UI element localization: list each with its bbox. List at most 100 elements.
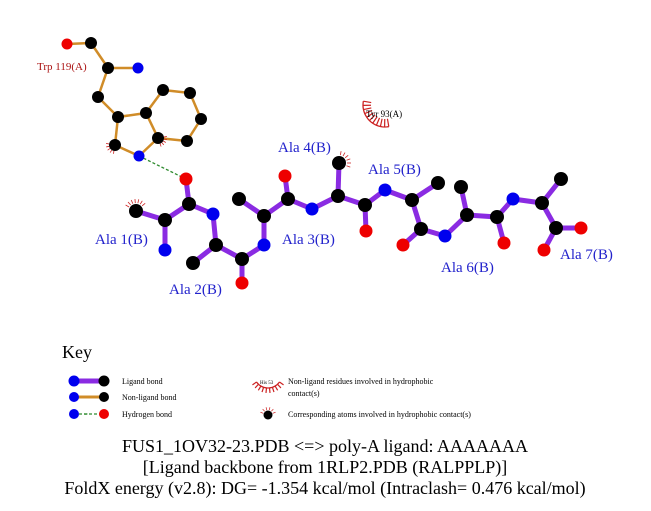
carbon-atom	[549, 221, 563, 235]
carbon-atom	[358, 198, 372, 212]
caption-line-3: FoldX energy (v2.8): DG= -1.354 kcal/mol…	[64, 478, 585, 499]
hydrophobic-hatch	[346, 165, 351, 168]
hydrophobic-hatch	[106, 145, 110, 148]
key-ligand-bond: Ligand bond	[68, 375, 163, 387]
hydrophobic-hatch	[268, 387, 271, 393]
key-nonligand-bond: Non-ligand bond	[69, 392, 176, 402]
hydrophobic-hatch	[344, 154, 349, 159]
carbon-atom	[140, 107, 152, 119]
carbon-atom	[454, 180, 468, 194]
oxygen-atom	[278, 169, 292, 183]
hydrophobic-hatch	[163, 136, 167, 138]
oxygen-atom	[537, 243, 551, 257]
hydrophobic-hatch	[272, 411, 276, 414]
carbon-atom	[182, 197, 196, 211]
nitrogen-atom	[132, 62, 144, 74]
carbon-atom	[92, 91, 104, 103]
oxygen-atom	[359, 224, 373, 238]
carbon-atom	[112, 111, 124, 123]
oxygen-atom	[179, 172, 193, 186]
carbon-atom	[85, 37, 97, 49]
hydrophobic-hatch	[139, 200, 143, 205]
carbon-atom	[232, 192, 246, 206]
hydrophobic-arc	[362, 101, 389, 128]
hydrophobic-hatch	[386, 118, 390, 127]
nitrogen-atom	[378, 183, 392, 197]
hydrophobic-hatch	[366, 112, 374, 118]
carbon-atom	[460, 208, 474, 222]
svg-text:Non-ligand bond: Non-ligand bond	[122, 393, 176, 402]
carbon-atom	[490, 210, 504, 224]
hydrophobic-hatch	[159, 143, 162, 147]
carbon-atom	[431, 176, 445, 190]
hydrophobic-hatch	[375, 117, 381, 126]
hydrophobic-hatch	[277, 383, 282, 389]
carbon-atom	[257, 209, 271, 223]
carbon-atom	[209, 238, 223, 252]
carbon-atom	[157, 84, 169, 96]
oxygen-atom	[497, 236, 511, 250]
carbon-atom	[152, 132, 164, 144]
carbon-atom	[331, 189, 345, 203]
oxygen-atom	[61, 38, 73, 50]
residue-label-ala4: Ala 4(B)	[278, 140, 331, 156]
hydrophobic-hatch	[279, 381, 284, 386]
nitrogen-atom	[133, 150, 145, 162]
svg-text:Corresponding atoms involved i: Corresponding atoms involved in hydropho…	[288, 410, 471, 419]
residue-label-ala2: Ala 2(B)	[169, 282, 222, 298]
residue-label-ala5: Ala 5(B)	[368, 162, 421, 178]
nitrogen-atom	[257, 238, 271, 252]
hydrophobic-hatch	[372, 116, 378, 124]
caption-line-2: [Ligand backbone from 1RLP2.PDB (RALPPLP…	[143, 457, 507, 478]
svg-text:Hydrogen bond: Hydrogen bond	[122, 410, 172, 419]
key-title: Key	[62, 342, 92, 362]
hydrogen-bond	[138, 155, 187, 180]
hydrophobic-hatch	[369, 114, 376, 121]
key-hydrophobic-residue: His 53 Non-ligand residues involved in h…	[252, 377, 434, 398]
carbon-atom	[332, 156, 346, 170]
hydrophobic-hatch	[257, 385, 262, 391]
hydrophobic-hatch	[363, 100, 372, 104]
hydrophobic-hatch	[109, 149, 113, 153]
carbon-atom	[195, 113, 207, 125]
hydrophobic-hatch	[265, 407, 268, 411]
hydrophobic-hatch	[252, 381, 257, 386]
hydrophobic-hatch	[162, 140, 166, 143]
hydrophobic-hatch	[342, 152, 346, 157]
hydrophobic-hatch	[274, 385, 279, 391]
hydrophobic-hatch	[130, 199, 134, 204]
nitrogen-atom	[305, 202, 319, 216]
hydrophobic-hatch	[364, 109, 373, 115]
hydrophobic-hatch	[339, 151, 342, 156]
svg-text:contact(s): contact(s)	[288, 389, 320, 398]
hydrophobic-hatch	[127, 201, 131, 206]
hydrophobic-hatch	[265, 387, 268, 393]
svg-text:His 53: His 53	[260, 381, 274, 386]
hydrophobic-hatch	[268, 407, 271, 411]
carbon-atom	[184, 87, 196, 99]
hydrophobic-hatch	[260, 411, 264, 414]
carbon-atom	[102, 62, 114, 74]
residue-label-ala3: Ala 3(B)	[282, 232, 335, 248]
nitrogen-atom	[438, 229, 452, 243]
oxygen-atom	[235, 276, 249, 290]
hydrophobic-hatch	[161, 142, 165, 146]
residue-label-ala6: Ala 6(B)	[441, 260, 494, 276]
residue-label-ala7: Ala 7(B)	[560, 247, 613, 263]
hydrophobic-hatch	[113, 150, 115, 154]
atoms	[61, 37, 588, 290]
hydrophobic-hatch	[141, 202, 146, 207]
oxygen-atom	[574, 221, 588, 235]
caption-line-1: FUS1_1OV32-23.PDB <=> poly-A ligand: AAA…	[122, 436, 528, 456]
carbon-atom	[235, 252, 249, 266]
hydrophobic-hatch	[137, 199, 140, 204]
carbon-atom	[186, 256, 200, 270]
hydrophobic-arc	[255, 381, 281, 389]
carbon-atom	[554, 172, 568, 186]
residue-label-trp119: Trp 119(A)	[37, 61, 87, 73]
carbon-atom	[281, 192, 295, 206]
hydrophobic-hatch	[379, 118, 383, 127]
key-hydrogen-bond: 3.0 Hydrogen bond	[69, 409, 172, 419]
carbon-atom	[405, 193, 419, 207]
